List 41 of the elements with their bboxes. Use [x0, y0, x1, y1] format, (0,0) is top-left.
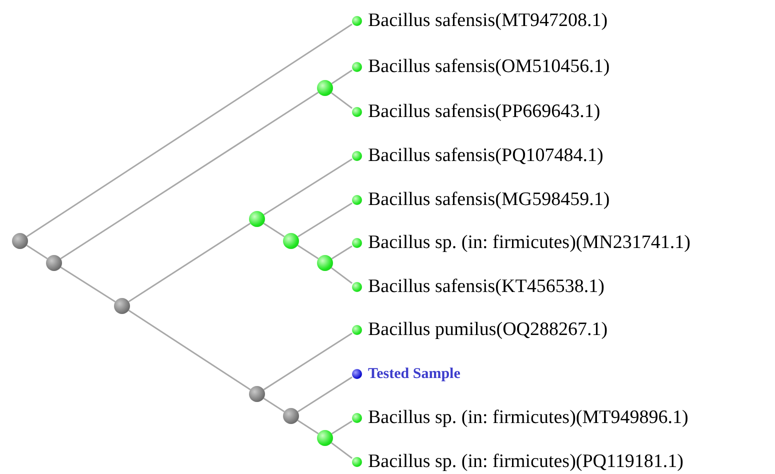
tree-branch [263, 398, 285, 412]
tree-node-circle [249, 386, 265, 402]
taxon-name: Bacillus pumilus(OQ288267.1) [368, 319, 608, 341]
tree-branch [331, 70, 352, 84]
tree-branch [297, 244, 319, 260]
tree-node-circle [283, 408, 299, 424]
tree-node-circle [317, 430, 333, 446]
tree-node-circle [114, 298, 130, 314]
tree-branch [330, 442, 352, 459]
tree-node-circle [317, 80, 333, 96]
tree-branch [128, 310, 251, 390]
tree-branch [297, 376, 352, 412]
taxon-name: Bacillus sp. (in: firmicutes)(MT949896.1) [368, 407, 688, 429]
tree-branch [297, 420, 319, 434]
tree-branch [128, 222, 251, 302]
tree-branch [60, 266, 116, 302]
taxon-name: Bacillus safensis(KT456538.1) [368, 276, 604, 298]
tree-branch [26, 24, 352, 238]
taxon-name: Bacillus sp. (in: firmicutes)(MN231741.1) [368, 232, 690, 254]
tree-node-circle [283, 233, 299, 249]
tree-node-circle [317, 255, 333, 271]
tree-node-circle [12, 233, 28, 249]
taxon-name: Bacillus sp. (in: firmicutes)(PQ119181.1) [368, 451, 684, 473]
tree-branch [330, 92, 352, 109]
taxon-name: Bacillus safensis(OM510456.1) [368, 56, 610, 78]
taxon-name: Bacillus safensis(PP669643.1) [368, 101, 600, 123]
tree-branch [263, 158, 352, 216]
tree-node-circle [46, 255, 62, 271]
taxon-name: Tested Sample [368, 365, 460, 384]
tree-branch [263, 332, 352, 390]
tree-branch [331, 420, 352, 434]
tree-branch [263, 222, 285, 238]
tree-branch [60, 92, 319, 260]
tree-branch [330, 267, 352, 284]
tree-node-circle [249, 211, 265, 227]
tree-branch [297, 202, 352, 238]
tree-branch [26, 244, 48, 260]
taxon-name: Bacillus safensis(MG598459.1) [368, 189, 610, 211]
taxon-name: Bacillus safensis(MT947208.1) [368, 10, 608, 32]
tree-branch [331, 245, 352, 260]
taxon-name: Bacillus safensis(PQ107484.1) [368, 145, 604, 167]
